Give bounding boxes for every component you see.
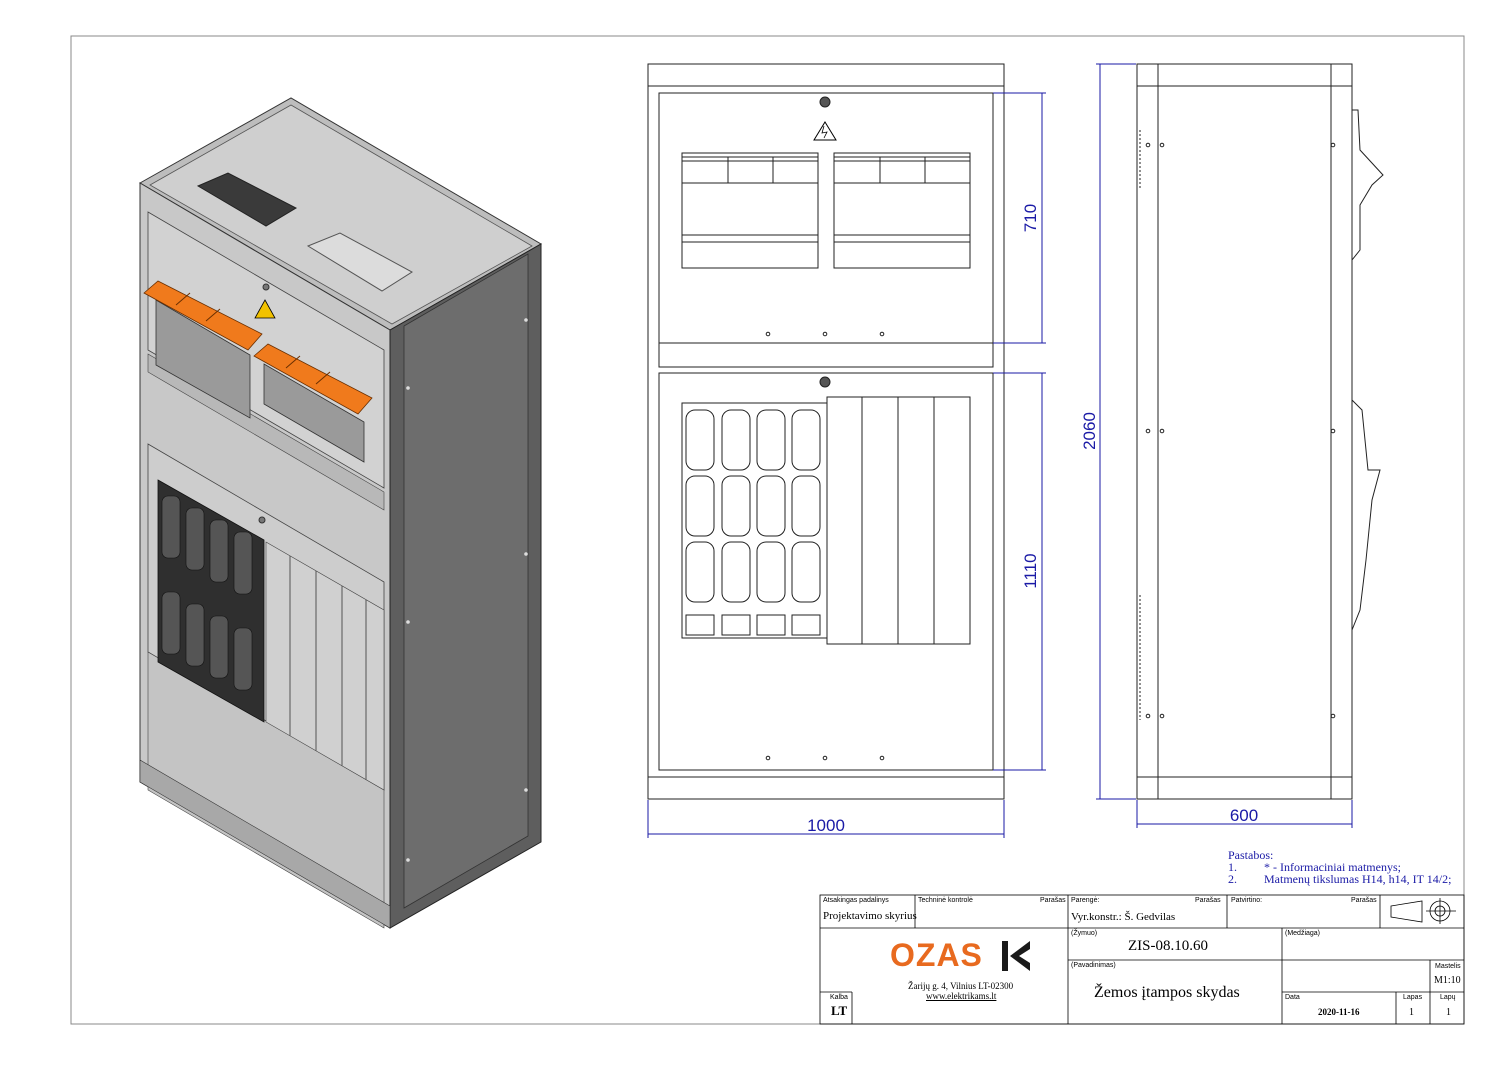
- isometric-view: [138, 97, 543, 929]
- note-1-text: * - Informaciniai matmenys;: [1264, 860, 1401, 874]
- notes-title: Pastabos:: [1228, 848, 1274, 862]
- company-logo: OZAS: [890, 937, 983, 973]
- ozas-logo-mark: [1002, 941, 1030, 971]
- fuse-handle-right: [253, 343, 373, 415]
- dimension-width-front: 1000: [807, 816, 845, 835]
- name-label: (Pavadinimas): [1071, 962, 1116, 969]
- material-label: (Medžiaga): [1285, 930, 1321, 937]
- warning-high-voltage-icon: [254, 299, 276, 319]
- dimension-lines: [647, 63, 1353, 838]
- scale-label: Mastelis: [1435, 963, 1461, 970]
- tech-control-label: Techninė kontrolė: [918, 897, 973, 904]
- approved-label: Patvirtino:: [1231, 897, 1263, 904]
- fuse-handle-left: [143, 280, 263, 351]
- scale-value: M1:10: [1434, 975, 1461, 986]
- dimension-height-total: 2060: [1080, 412, 1099, 450]
- prepared-label: Parengė:: [1071, 897, 1100, 904]
- sheets-value: 1: [1446, 1007, 1451, 1018]
- prepared-value: Vyr.konstr.: Š. Gedvilas: [1071, 911, 1176, 923]
- drawing-name: Žemos įtampos skydas: [1094, 984, 1240, 1001]
- code-label: (Žymuo): [1071, 930, 1098, 937]
- projection-symbol-icon: [1390, 898, 1456, 924]
- note-2-text: Matmenų tikslumas H14, h14, IT 14/2;: [1264, 872, 1452, 886]
- company-website[interactable]: www.elektrikams.lt: [926, 991, 997, 1001]
- date-label: Data: [1285, 994, 1300, 1001]
- signature-label-3: Parašas: [1351, 897, 1377, 904]
- sheet-border: [70, 35, 1465, 1025]
- language-value: LT: [831, 1003, 848, 1018]
- dept-label: Atsakingas padalinys: [823, 897, 889, 904]
- title-block-grid: [819, 894, 1465, 1025]
- sheets-label: Lapų: [1440, 994, 1456, 1001]
- front-view: [647, 63, 1005, 800]
- warning-high-voltage-icon: [813, 121, 837, 141]
- date-value: 2020-11-16: [1318, 1007, 1360, 1017]
- side-view: [1136, 63, 1384, 800]
- dimension-width-side: 600: [1230, 806, 1258, 825]
- language-label: Kalba: [830, 994, 848, 1001]
- dept-value: Projektavimo skyrius: [823, 910, 917, 922]
- drawing-code: ZIS-08.10.60: [1128, 938, 1208, 954]
- note-1-number: 1.: [1228, 860, 1237, 874]
- signature-label-2: Parašas: [1195, 897, 1221, 904]
- dimension-height-lower: 1110: [1021, 553, 1040, 588]
- signature-label-1: Parašas: [1040, 897, 1066, 904]
- sheet-value: 1: [1409, 1007, 1414, 1018]
- dimension-height-upper: 710: [1021, 204, 1040, 232]
- note-2-number: 2.: [1228, 872, 1237, 886]
- sheet-label: Lapas: [1403, 994, 1423, 1001]
- company-address: Žarijų g. 4, Vilnius LT-02300: [908, 981, 1014, 991]
